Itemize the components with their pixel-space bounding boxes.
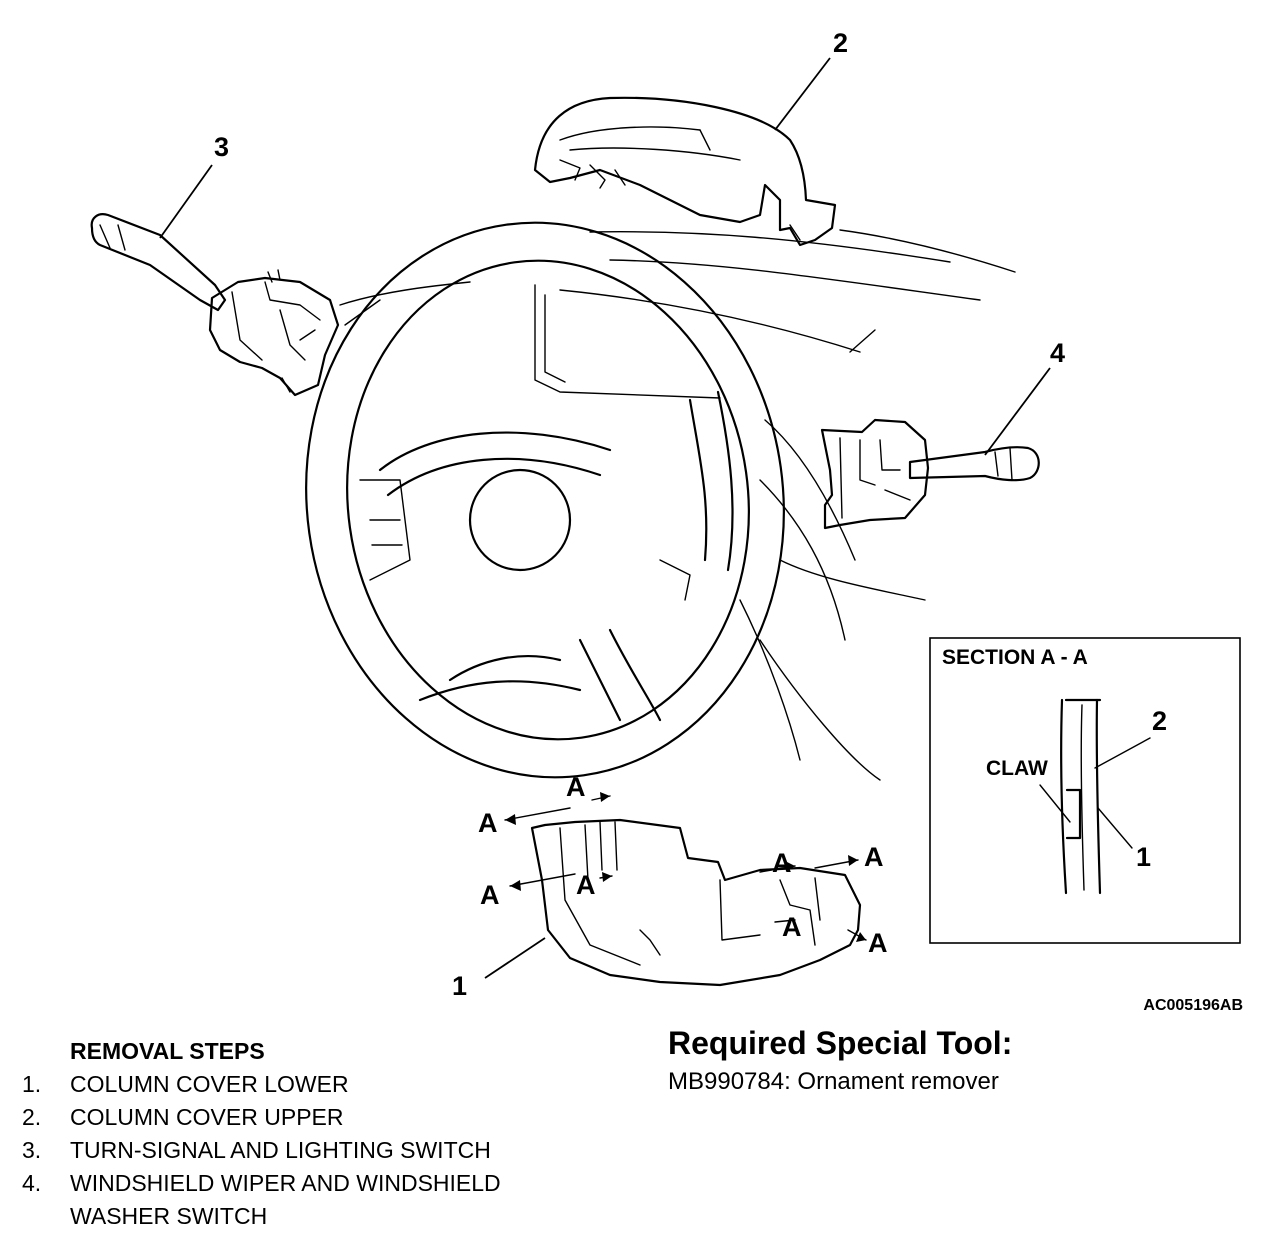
- leader-3: [159, 164, 213, 239]
- dashboard-outline: [339, 229, 1016, 781]
- leader-4: [984, 367, 1051, 456]
- steering-wheel: [305, 221, 785, 779]
- section-callout-2: 2: [1152, 706, 1167, 736]
- step-text: TURN-SIGNAL AND LIGHTING SWITCH: [70, 1137, 491, 1163]
- step-text: COLUMN COVER UPPER: [70, 1104, 344, 1130]
- column-cover-upper: [533, 96, 837, 247]
- section-a-a-inset: [929, 637, 1241, 944]
- callout-3: 3: [214, 132, 229, 162]
- section-callout-1: 1: [1136, 842, 1151, 872]
- callout-4: 4: [1050, 338, 1065, 368]
- callout-1: 1: [452, 971, 467, 1001]
- callout-2: 2: [833, 28, 848, 58]
- marker-a-8: A: [868, 928, 888, 958]
- marker-a-5: A: [772, 848, 792, 878]
- marker-a-4: A: [576, 870, 596, 900]
- marker-a-3: A: [480, 880, 500, 910]
- removal-step: 3. TURN-SIGNAL AND LIGHTING SWITCH: [22, 1134, 642, 1167]
- step-number: 2.: [22, 1104, 42, 1130]
- claw-label: CLAW: [986, 757, 1048, 780]
- marker-a-2: A: [478, 808, 498, 838]
- removal-step: 1. COLUMN COVER LOWER: [22, 1068, 642, 1101]
- windshield-wiper-washer-switch: [820, 418, 1040, 530]
- special-tool-item: MB990784: Ornament remover: [668, 1068, 999, 1095]
- removal-step: 2. COLUMN COVER UPPER: [22, 1101, 642, 1134]
- step-text: COLUMN COVER LOWER: [70, 1071, 349, 1097]
- section-title: SECTION A - A: [942, 646, 1088, 669]
- leader-2: [774, 57, 831, 131]
- exploded-view-illustration: 2 3 4 1: [90, 28, 1243, 1014]
- step-4-continuation: WASHER SWITCH: [70, 1203, 268, 1229]
- section-markers: [504, 792, 867, 942]
- step-number: 1.: [22, 1071, 42, 1097]
- column-cover-lower: [530, 818, 862, 987]
- special-tool-box: Required Special Tool: MB990784: Ornamen…: [668, 1022, 1268, 1100]
- marker-a-1: A: [566, 772, 586, 802]
- removal-steps: REMOVAL STEPS 1. COLUMN COVER LOWER 2. C…: [22, 1034, 642, 1233]
- special-tool-heading: Required Special Tool:: [668, 1025, 1013, 1061]
- step-number: 4.: [22, 1170, 42, 1196]
- leader-1: [484, 937, 546, 979]
- turn-signal-lighting-switch: [90, 213, 340, 397]
- removal-steps-heading: REMOVAL STEPS: [70, 1038, 265, 1064]
- figure-code: AC005196AB: [1143, 997, 1243, 1014]
- removal-step: 4. WINDSHIELD WIPER AND WINDSHIELD: [22, 1167, 642, 1200]
- step-number: 3.: [22, 1137, 42, 1163]
- marker-a-7: A: [782, 912, 802, 942]
- marker-a-6: A: [864, 842, 884, 872]
- step-text: WINDSHIELD WIPER AND WINDSHIELD: [70, 1170, 501, 1196]
